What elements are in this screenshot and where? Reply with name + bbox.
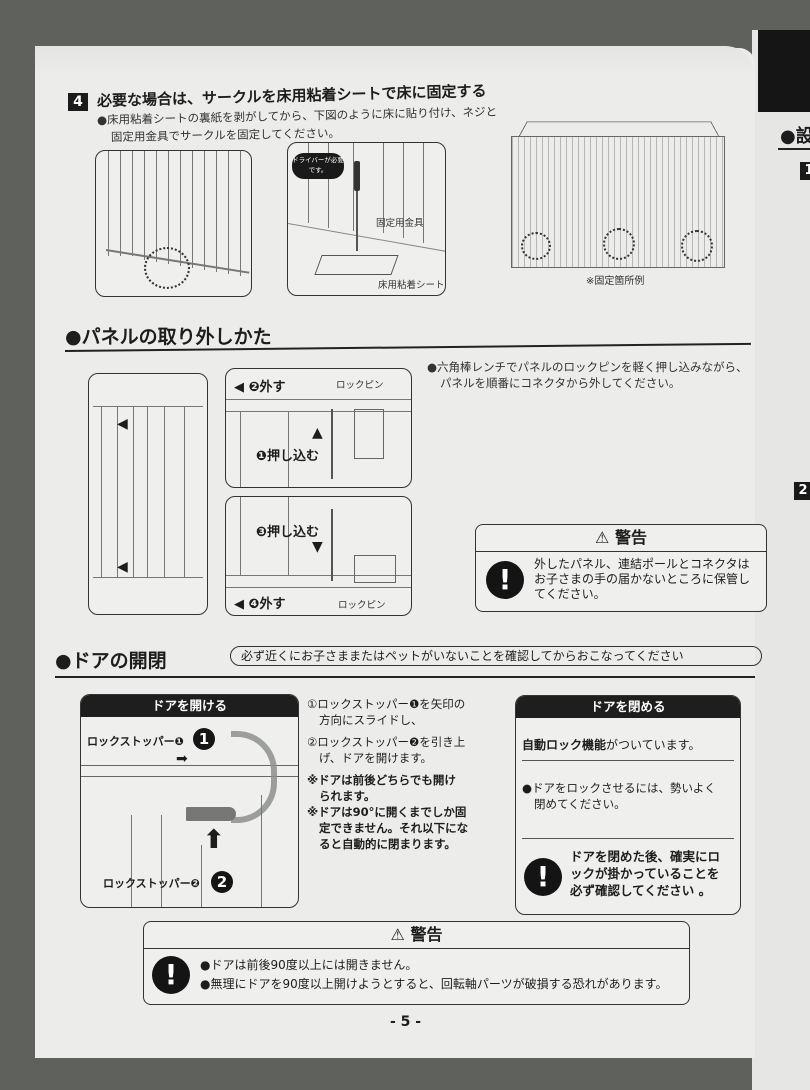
- open-step-2-line1: ②ロックストッパー❷を引き上: [307, 735, 466, 749]
- figure-panel-overview: ◀ ◀: [88, 373, 208, 615]
- door-swing-arrows-icon: [231, 731, 277, 823]
- open-note-2-line3: ると自動的に閉まります。: [319, 837, 456, 851]
- warning-line3: てください。: [534, 587, 606, 601]
- next-page-step-1: 1: [800, 162, 810, 180]
- warning-line1: 外したパネル、連結ポールとコネクタは: [534, 557, 750, 571]
- door-warning-header: ⚠ 警告: [144, 922, 689, 949]
- step-2-remove-label: ◀ ❷外す: [234, 380, 286, 395]
- next-page-heading-fragment: ●設: [780, 126, 810, 147]
- fixing-circle-2: [603, 228, 635, 260]
- warning-line2: お子さまの手の届かないところに保管し: [534, 572, 751, 586]
- door-close-box: ドアを閉める 自動ロック機能がついています。 ●ドアをロックさせるには、勢いよく…: [515, 695, 741, 915]
- next-page-header-band: [758, 30, 810, 112]
- warning-title: 警告: [614, 528, 647, 547]
- number-1-badge: 1: [193, 728, 215, 750]
- bracket-label: 固定用金具: [376, 218, 424, 229]
- screwdriver-required-bubble: ドライバーが必要です。: [292, 153, 344, 179]
- hex-wrench-icon-lower: [331, 509, 333, 581]
- manual-page: 4 必要な場合は、サークルを床用粘着シートで床に固定する ●床用粘着シートの裏紙…: [35, 46, 767, 1058]
- figure-panel-fixing: [95, 150, 252, 297]
- floor-sheet-label: 床用粘着シート: [378, 280, 445, 291]
- fixing-circle-1: [521, 232, 551, 260]
- close-exclamation-icon: !: [524, 858, 562, 896]
- panel-removal-title: ●パネルの取り外しかた: [65, 326, 272, 348]
- floor-sheet-shape: [314, 255, 399, 275]
- connector-shape-lower: [354, 555, 396, 583]
- close-caution: ドアを閉めた後、確実にロ ックが掛かっていることを 必ず確認してください 。: [570, 848, 720, 899]
- step-2-text: ❷外す: [248, 380, 286, 395]
- door-warning-exclamation-icon: !: [152, 956, 190, 994]
- panel-warning-text: 外したパネル、連結ポールとコネクタは お子さまの手の届かないところに保管し てく…: [534, 557, 750, 602]
- door-section-title: ●ドアの開閉: [55, 650, 167, 672]
- pull-up-arrow-icon: ⬆: [203, 825, 225, 855]
- lock-stopper-1-label: ロックストッパー❶: [87, 735, 184, 748]
- door-section-rule: [55, 676, 755, 678]
- close-caution-line3: 必ず確認してください 。: [570, 883, 712, 898]
- step-4-text: ❹外す: [248, 597, 286, 612]
- figure-step-3-4: ❸押し込む ▼ ◀ ❹外す ロックピン: [225, 496, 412, 616]
- door-open-header: ドアを開ける: [81, 695, 298, 717]
- close-tip: ●ドアをロックさせるには、勢いよく 閉めてください。: [522, 780, 716, 812]
- open-note-2-line1: ※ドアは90°に開くまでしか固: [307, 805, 467, 819]
- close-tip-line1: ●ドアをロックさせるには、勢いよく: [522, 781, 716, 795]
- door-warning-triangle-icon: ⚠: [390, 925, 405, 944]
- door-open-instructions: ①ロックストッパー❶を矢印の 方向にスライドし、 ②ロックストッパー❷を引き上 …: [307, 696, 468, 852]
- fixing-point-circle: [144, 247, 190, 289]
- hex-wrench-icon: [331, 409, 333, 479]
- lockpin-label-top: ロックピン: [336, 380, 384, 391]
- close-tip-line2: 閉めてください。: [534, 797, 626, 811]
- figure-screwdriver: ドライバーが必要です。 固定用金具 床用粘着シート: [287, 142, 446, 296]
- step-3-push-label: ❸押し込む: [256, 525, 320, 540]
- auto-lock-bold: 自動ロック機能: [522, 738, 607, 752]
- door-warning-line1: ●ドアは前後90度以上には開きません。: [200, 958, 418, 972]
- push-up-arrow-icon: ▲: [312, 425, 323, 441]
- screwdriver-shaft-icon: [356, 191, 358, 251]
- remove-arrow-icon-bottom: ◀: [117, 559, 128, 575]
- connector-shape: [354, 409, 384, 459]
- open-note-1-line2: られます。: [319, 789, 376, 803]
- door-open-figure: ドアを開ける ロックストッパー❶ 1 ➡ ⬆ ロックストッパー❷ 2: [80, 694, 299, 908]
- next-page-rule: [778, 148, 810, 150]
- open-note-2-line2: 定できません。それ以下にな: [319, 821, 469, 835]
- panel-warning-box: ⚠ 警告 ! 外したパネル、連結ポールとコネクタは お子さまの手の届かないところ…: [475, 524, 767, 612]
- panel-removal-instruction-line2: パネルを順番にコネクタから外してください。: [440, 376, 681, 390]
- warning-header: ⚠ 警告: [476, 525, 766, 552]
- open-note-1-line1: ※ドアは前後どちらでも開け: [307, 773, 456, 787]
- open-step-1-line1: ①ロックストッパー❶を矢印の: [307, 697, 466, 711]
- auto-lock-rest: がついています。: [606, 738, 701, 752]
- step-1-push-label: ❶押し込む: [256, 449, 320, 464]
- lock-stopper-2-label: ロックストッパー❷: [103, 877, 200, 890]
- door-warning-text: ●ドアは前後90度以上には開きません。 ●無理にドアを90度以上開けようとすると…: [200, 956, 667, 994]
- step-number-badge: 4: [68, 93, 88, 111]
- door-warning-line2: ●無理にドアを90度以上開けようとすると、回転軸パーツが破損する恐れがあります。: [200, 977, 668, 991]
- open-step-2-line2: げ、ドアを開けます。: [319, 751, 433, 765]
- lock-stopper-2-shape: [186, 807, 236, 821]
- door-close-header: ドアを閉める: [516, 696, 740, 718]
- step-4-remove-label: ◀ ❹外す: [234, 597, 286, 612]
- close-caution-line2: ックが掛かっていることを: [570, 866, 720, 881]
- open-step-1-line2: 方向にスライドし、: [319, 713, 423, 727]
- exclamation-icon: !: [486, 561, 524, 599]
- push-down-arrow-icon: ▼: [312, 539, 323, 555]
- door-warning-title: 警告: [410, 925, 443, 944]
- fixing-example-caption: ※固定箇所例: [586, 276, 645, 287]
- figure-playpen-overview: ※固定箇所例: [511, 120, 727, 287]
- door-safety-notice: 必ず近くにお子さままたはペットがいないことを確認してからおこなってください: [230, 646, 762, 666]
- next-page-step-2: 2: [794, 482, 810, 500]
- page-number: - 5 -: [390, 1014, 422, 1030]
- panel-removal-instruction-line1: ●六角棒レンチでパネルのロックピンを軽く押し込みながら、: [427, 360, 748, 374]
- warning-triangle-icon: ⚠: [595, 528, 610, 547]
- remove-arrow-icon-top: ◀: [117, 416, 128, 432]
- door-warning-box: ⚠ 警告 ! ●ドアは前後90度以上には開きません。 ●無理にドアを90度以上開…: [143, 921, 690, 1005]
- screwdriver-handle-icon: [354, 161, 360, 191]
- number-2-badge: 2: [211, 871, 233, 893]
- figure-step-1-2: ◀ ❷外す ロックピン ❶押し込む ▲: [225, 368, 412, 488]
- slide-right-arrow-icon: ➡: [176, 751, 188, 767]
- lockpin-label-bottom: ロックピン: [338, 600, 386, 611]
- auto-lock-text: 自動ロック機能がついています。: [522, 736, 700, 753]
- fixing-circle-3: [681, 230, 713, 262]
- close-caution-line1: ドアを閉めた後、確実にロ: [570, 849, 721, 864]
